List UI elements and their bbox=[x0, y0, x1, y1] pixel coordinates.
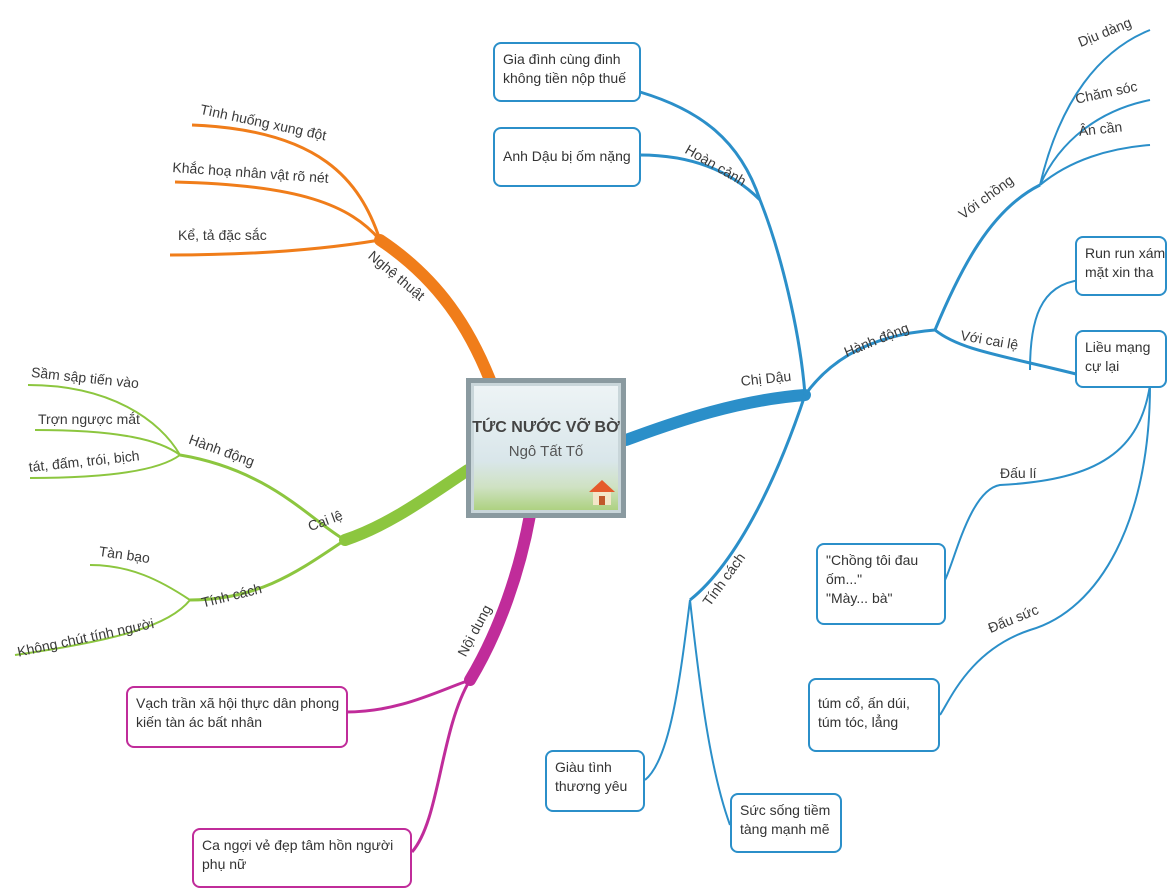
branch-nghe-thuat bbox=[374, 234, 496, 386]
box-text: cự lại bbox=[1085, 358, 1120, 374]
hoan-canh-box-2[interactable]: Anh Dậu bị ốm nặng bbox=[493, 127, 641, 187]
hanh-dong-item-2[interactable]: Trợn ngược mắt bbox=[38, 411, 140, 427]
box-text: thương yêu bbox=[555, 778, 628, 794]
central-author: Ngô Tất Tố bbox=[508, 443, 584, 460]
box-text: Giàu tình bbox=[555, 759, 612, 775]
box-text: Ca ngợi vẻ đẹp tâm hồn người bbox=[202, 837, 394, 853]
box-text: Vạch trần xã hội thực dân phong bbox=[136, 695, 340, 711]
noi-dung-box-2[interactable]: Ca ngợi vẻ đẹp tâm hồn người phụ nữ bbox=[192, 828, 412, 888]
branch-chi-dau bbox=[620, 389, 811, 446]
box-text: túm tóc, lẳng bbox=[818, 714, 899, 730]
box-text: phụ nữ bbox=[202, 856, 247, 872]
box-text: không tiền nộp thuế bbox=[503, 70, 626, 86]
box-text: "Chồng tôi đau bbox=[826, 552, 919, 568]
tinh-cach-box-1[interactable]: Giàu tình thương yêu bbox=[545, 750, 645, 812]
noi-dung-box-1[interactable]: Vạch trần xã hội thực dân phong kiến tàn… bbox=[126, 686, 348, 748]
box-text: Liều mạng bbox=[1085, 339, 1151, 355]
box-text: Gia đình cùng đinh bbox=[503, 51, 621, 67]
hoan-canh-box-1[interactable]: Gia đình cùng đinh không tiền nộp thuế bbox=[493, 42, 641, 102]
nghe-thuat-item-3[interactable]: Kể, tả đặc sắc bbox=[178, 227, 267, 243]
branch-cai-le bbox=[339, 464, 474, 546]
voi-cai-le-box-2[interactable]: Liều mạng cự lại bbox=[1075, 330, 1167, 388]
box-text: mặt xin tha bbox=[1085, 264, 1154, 280]
dau-suc-box[interactable]: túm cổ, ấn dúi, túm tóc, lẳng bbox=[808, 678, 940, 752]
tinh-cach-box-2[interactable]: Sức sống tiềm tàng mạnh mẽ bbox=[730, 793, 842, 853]
hanh-dong-dau-li[interactable]: Đấu lí bbox=[1000, 465, 1037, 481]
box-text: tàng mạnh mẽ bbox=[740, 821, 830, 837]
box-text: túm cổ, ấn dúi, bbox=[818, 695, 910, 711]
central-title: TỨC NƯỚC VỠ BỜ bbox=[472, 419, 620, 436]
dau-li-box[interactable]: "Chồng tôi đau ốm..." "Mày... bà" bbox=[816, 543, 946, 625]
branch-noi-dung bbox=[464, 509, 536, 686]
house-icon bbox=[589, 480, 615, 505]
box-text: Run run xám bbox=[1085, 245, 1166, 261]
box-text: "Mày... bà" bbox=[826, 590, 893, 606]
box-text: Anh Dậu bị ốm nặng bbox=[503, 148, 631, 164]
central-topic[interactable]: TỨC NƯỚC VỠ BỜ Ngô Tất Tố bbox=[466, 378, 626, 518]
box-text: Sức sống tiềm bbox=[740, 802, 831, 818]
box-text: ốm..." bbox=[826, 571, 863, 587]
box-text: kiến tàn ác bất nhân bbox=[136, 714, 263, 730]
voi-cai-le-box-1[interactable]: Run run xám mặt xin tha bbox=[1075, 236, 1167, 296]
